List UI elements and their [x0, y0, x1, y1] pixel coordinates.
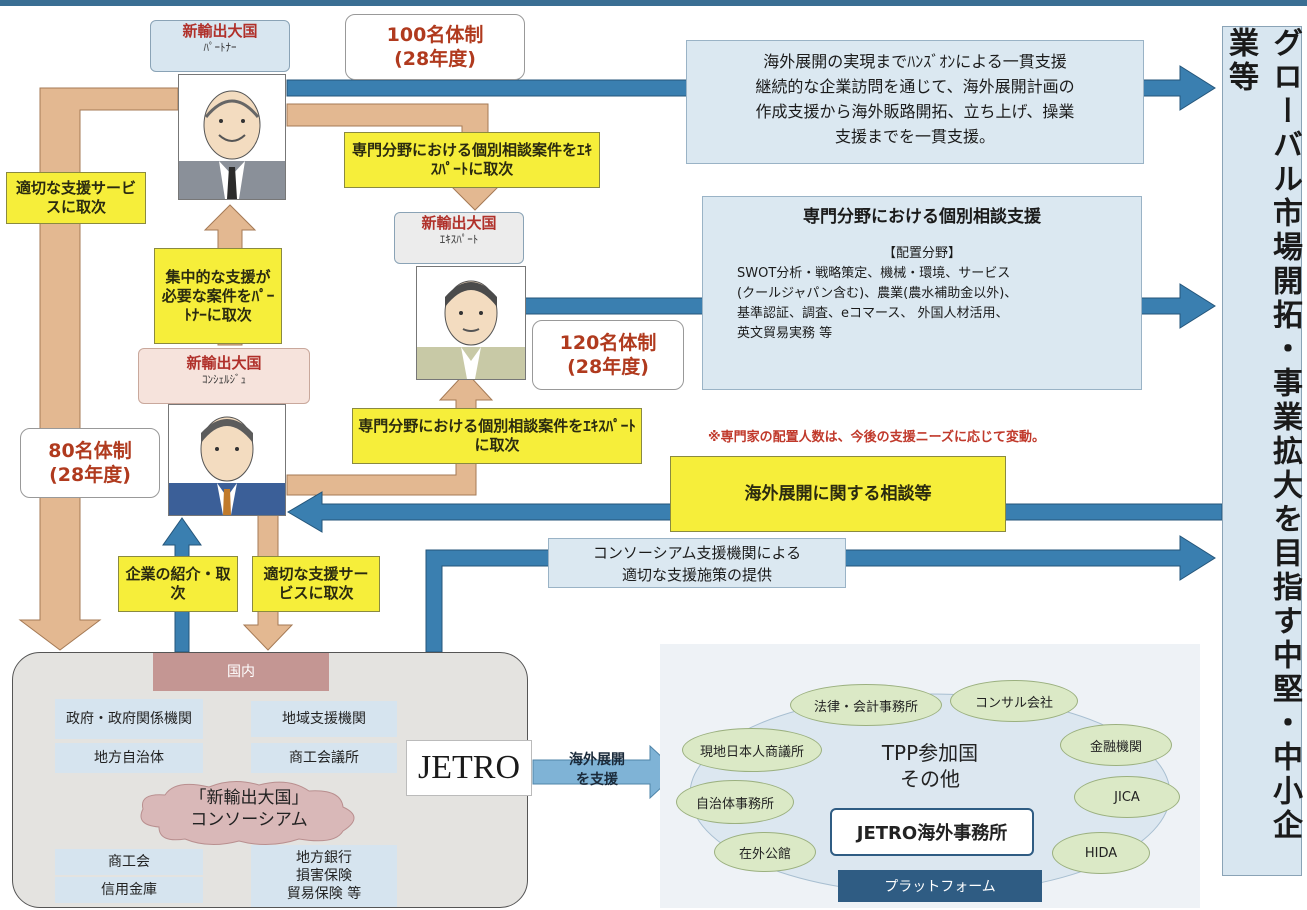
target-companies-banner: グローバル市場開拓・事業拡大を目指す中堅・中小企業等 — [1222, 26, 1302, 876]
top-rule — [0, 0, 1307, 6]
tpp-countries-label: TPP参加国 その他 — [840, 740, 1020, 792]
partner-subtitle: ﾊﾟｰﾄﾅｰ — [203, 41, 237, 54]
focus-support-label: 集中的な支援が必要な案件をﾊﾟｰﾄﾅｰに取次 — [154, 248, 282, 344]
commerce-association: 商工会 — [55, 849, 203, 875]
consulting-company: コンサル会社 — [950, 680, 1078, 722]
embassy: 在外公館 — [714, 832, 816, 872]
jetro-overseas-office: JETRO海外事務所 — [830, 808, 1034, 856]
hida: HIDA — [1052, 832, 1150, 874]
local-governments: 地方自治体 — [55, 743, 203, 773]
credit-bank: 信用金庫 — [55, 877, 203, 903]
expert-figure-icon — [417, 280, 525, 379]
handson-line-1: 海外展開の実現までﾊﾝｽﾞｵﾝによる一貫支援 — [763, 52, 1067, 71]
concierge-count: 80名体制 — [48, 440, 132, 462]
chamber-of-commerce: 商工会議所 — [251, 743, 397, 773]
consortium-support-box: コンソーシアム支援機関による 適切な支援施策の提供 — [548, 538, 846, 588]
regional-support-orgs: 地域支援機関 — [251, 701, 397, 737]
jetro-support-line-2: を支援 — [576, 772, 618, 788]
expert-fields-line-4: 基準認証、調査、eコマース、 外国人材活用、 — [737, 306, 1009, 321]
domestic-header: 国内 — [153, 653, 329, 691]
consortium-line-2: コンソーシアム — [190, 810, 308, 830]
handson-line-2: 継続的な企業訪問を通じて、海外展開計画の — [755, 77, 1075, 96]
financial-line-1: 地方銀行 — [296, 850, 352, 866]
jetro-logo: JETRO — [406, 740, 532, 796]
concierge-role-box: 新輸出大国 ｺﾝｼｪﾙｼﾞｭ — [138, 348, 310, 404]
consortium-line-1: 「新輸出大国」 — [189, 788, 309, 808]
tpp-line-1: TPP参加国 — [881, 741, 979, 765]
law-accounting-office: 法律・会計事務所 — [790, 684, 942, 726]
concierge-to-expert-label: 専門分野における個別相談案件をｴｷｽﾊﾟｰﾄに取次 — [352, 408, 642, 464]
banner-text: グローバル市場開拓・事業拡大を目指す中堅・中小企業等 — [1223, 27, 1302, 843]
concierge-portrait — [168, 404, 286, 516]
tan-arrow-left-loop — [18, 87, 179, 651]
expert-subtitle: ｴｷｽﾊﾟｰﾄ — [439, 233, 479, 246]
jica: JICA — [1074, 776, 1180, 818]
platform-label: プラットフォーム — [838, 870, 1042, 902]
expert-role-box: 新輸出大国 ｴｷｽﾊﾟｰﾄ — [394, 212, 524, 264]
concierge-count-bubble: 80名体制 (28年度) — [20, 428, 160, 498]
concierge-figure-icon — [169, 416, 285, 515]
concierge-title: 新輸出大国 — [186, 354, 262, 372]
service-referral-label: 適切な支援サービスに取次 — [252, 556, 380, 612]
expert-portrait — [416, 266, 526, 380]
partner-role-box: 新輸出大国 ﾊﾟｰﾄﾅｰ — [150, 20, 290, 72]
financial-others: 地方銀行 損害保険 貿易保険 等 — [251, 845, 397, 907]
partner-title: 新輸出大国 — [182, 22, 258, 40]
left-referral-label: 適切な支援サービスに取次 — [6, 172, 146, 224]
consortium-support-line-2: 適切な支援施策の提供 — [621, 566, 772, 584]
expert-fields-line-2: SWOT分析・戦略策定、機械・環境、サービス — [737, 266, 1011, 281]
consortium-label: 「新輸出大国」 コンソーシアム — [149, 787, 349, 831]
partner-to-expert-label: 専門分野における個別相談案件をｴｷｽﾊﾟｰﾄに取次 — [344, 132, 600, 188]
partner-portrait — [178, 74, 286, 200]
handson-line-3: 作成支援から海外販路開拓、立ち上げ、操業 — [755, 102, 1075, 121]
tpp-line-2: その他 — [900, 767, 960, 791]
financial-line-3: 貿易保険 等 — [286, 886, 362, 902]
local-gov-office: 自治体事務所 — [676, 780, 794, 824]
staffing-note: ※専門家の配置人数は、今後の支援ニーズに応じて変動。 — [708, 430, 1045, 445]
expert-fields-line-3: (クールジャパン含む)、農業(農水補助金以外)、 — [737, 286, 1018, 301]
expert-support-title: 専門分野における個別相談支援 — [803, 207, 1041, 227]
partner-count-bubble: 100名体制 (28年度) — [345, 14, 525, 80]
jetro-support-label: 海外展開 を支援 — [556, 750, 638, 790]
partner-year: (28年度) — [394, 48, 476, 70]
financial-line-2: 損害保険 — [296, 868, 352, 884]
expert-fields-line-1: 【配置分野】 — [882, 246, 961, 261]
expert-count: 120名体制 — [559, 332, 657, 354]
partner-count: 100名体制 — [386, 24, 484, 46]
overseas-platform: 法律・会計事務所 コンサル会社 現地日本人商議所 金融機関 自治体事務所 JIC… — [660, 644, 1200, 908]
expert-support-box: 専門分野における個別相談支援 【配置分野】 SWOT分析・戦略策定、機械・環境、… — [702, 196, 1142, 390]
partner-figure-icon — [179, 90, 285, 199]
consultation-label: 海外展開に関する相談等 — [670, 456, 1006, 532]
local-japanese-chamber: 現地日本人商議所 — [682, 728, 822, 772]
company-intro-label: 企業の紹介・取次 — [118, 556, 238, 612]
expert-year: (28年度) — [567, 356, 649, 378]
financial-institutions: 金融機関 — [1060, 724, 1172, 766]
handson-line-4: 支援までを一貫支援。 — [834, 127, 995, 146]
handson-support-box: 海外展開の実現までﾊﾝｽﾞｵﾝによる一貫支援 継続的な企業訪問を通じて、海外展開… — [686, 40, 1144, 164]
consortium-cloud-icon — [140, 781, 355, 845]
concierge-year: (28年度) — [49, 464, 131, 486]
jetro-support-line-1: 海外展開 — [569, 752, 625, 768]
expert-title: 新輸出大国 — [421, 214, 497, 232]
expert-count-bubble: 120名体制 (28年度) — [532, 320, 684, 390]
consortium-support-line-1: コンソーシアム支援機関による — [592, 544, 802, 562]
government-agencies: 政府・政府関係機関 — [55, 699, 203, 739]
expert-fields-line-5: 英文貿易実務 等 — [737, 326, 833, 341]
concierge-subtitle: ｺﾝｼｪﾙｼﾞｭ — [202, 373, 246, 386]
